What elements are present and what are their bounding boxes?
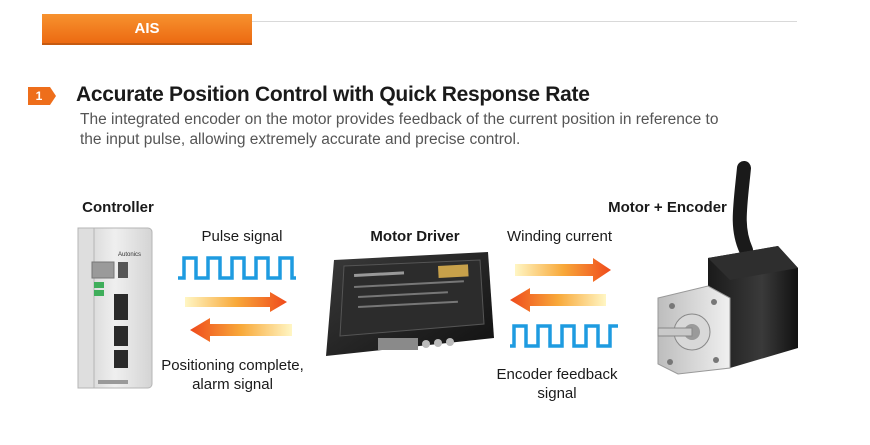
tab-divider-line [42,21,797,22]
controller-brand-text: Autonics [118,252,141,258]
encoder-feedback-label: Encoder feedback signal [496,366,618,402]
positioning-complete-label: Positioning complete, alarm signal [161,357,304,393]
tab-label: AIS [134,20,160,37]
motor-driver-label: Motor Driver [370,228,460,245]
motor-encoder-device [657,161,798,375]
motor-encoder-label: Motor + Encoder [608,199,727,216]
controller-to-driver-arrow [185,292,287,312]
pulse-signal-label: Pulse signal [201,228,283,245]
encoder-feedback-waveform [510,324,618,348]
driver-to-controller-arrow [190,318,292,342]
section-description: The integrated encoder on the motor prov… [80,111,719,148]
tab-ais[interactable]: AIS [42,14,252,45]
controller-device: Autonics [77,227,153,389]
driver-to-motor-arrow [515,258,611,282]
winding-current-label: Winding current [506,228,613,245]
section-title: Accurate Position Control with Quick Res… [76,83,590,106]
section-number-badge: 1 [28,87,56,105]
motor-to-driver-arrow [510,288,606,312]
controller-label: Controller [82,199,154,216]
motor-driver-device [326,252,494,356]
pulse-signal-waveform [178,256,296,280]
